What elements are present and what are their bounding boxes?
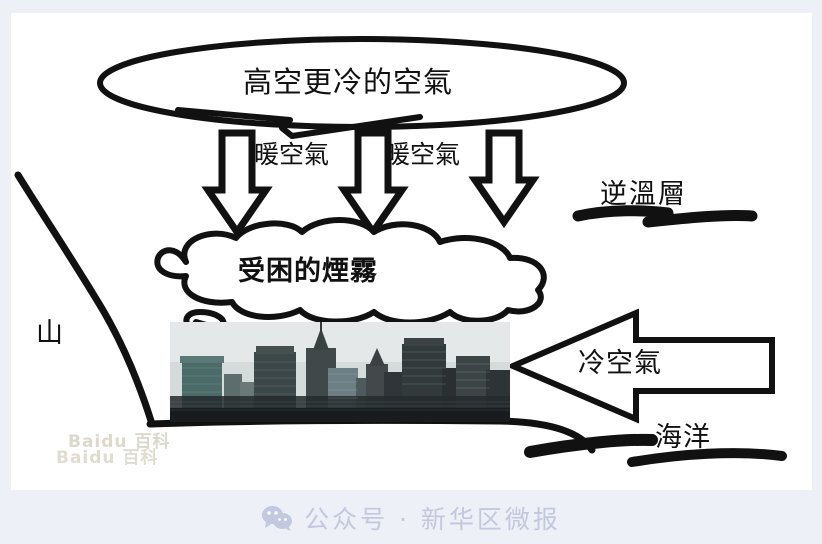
footer-watermark: 公众号 · 新华区微报 — [0, 492, 822, 544]
label-inversion-layer: 逆溫層 — [600, 179, 687, 210]
wechat-icon — [262, 506, 293, 531]
label-ocean: 海洋 — [655, 422, 711, 453]
label-warm-air-1: 暖空氣 — [254, 140, 330, 169]
footer-account-name: 公众号 · 新华区微报 — [304, 505, 561, 534]
label-cold-air: 冷空氣 — [578, 348, 662, 379]
label-mountain: 山 — [36, 318, 63, 349]
baidu-watermark-2: Baidu 百科 — [56, 448, 159, 468]
label-warm-air-2: 暖空氣 — [385, 140, 461, 169]
label-cold-air-aloft: 高空更冷的空氣 — [243, 65, 454, 99]
baidu-watermark-1: Baidu 百科 — [68, 432, 171, 452]
label-trapped-smog: 受困的煙霧 — [238, 256, 378, 287]
city-skyline-photograph — [170, 322, 510, 422]
